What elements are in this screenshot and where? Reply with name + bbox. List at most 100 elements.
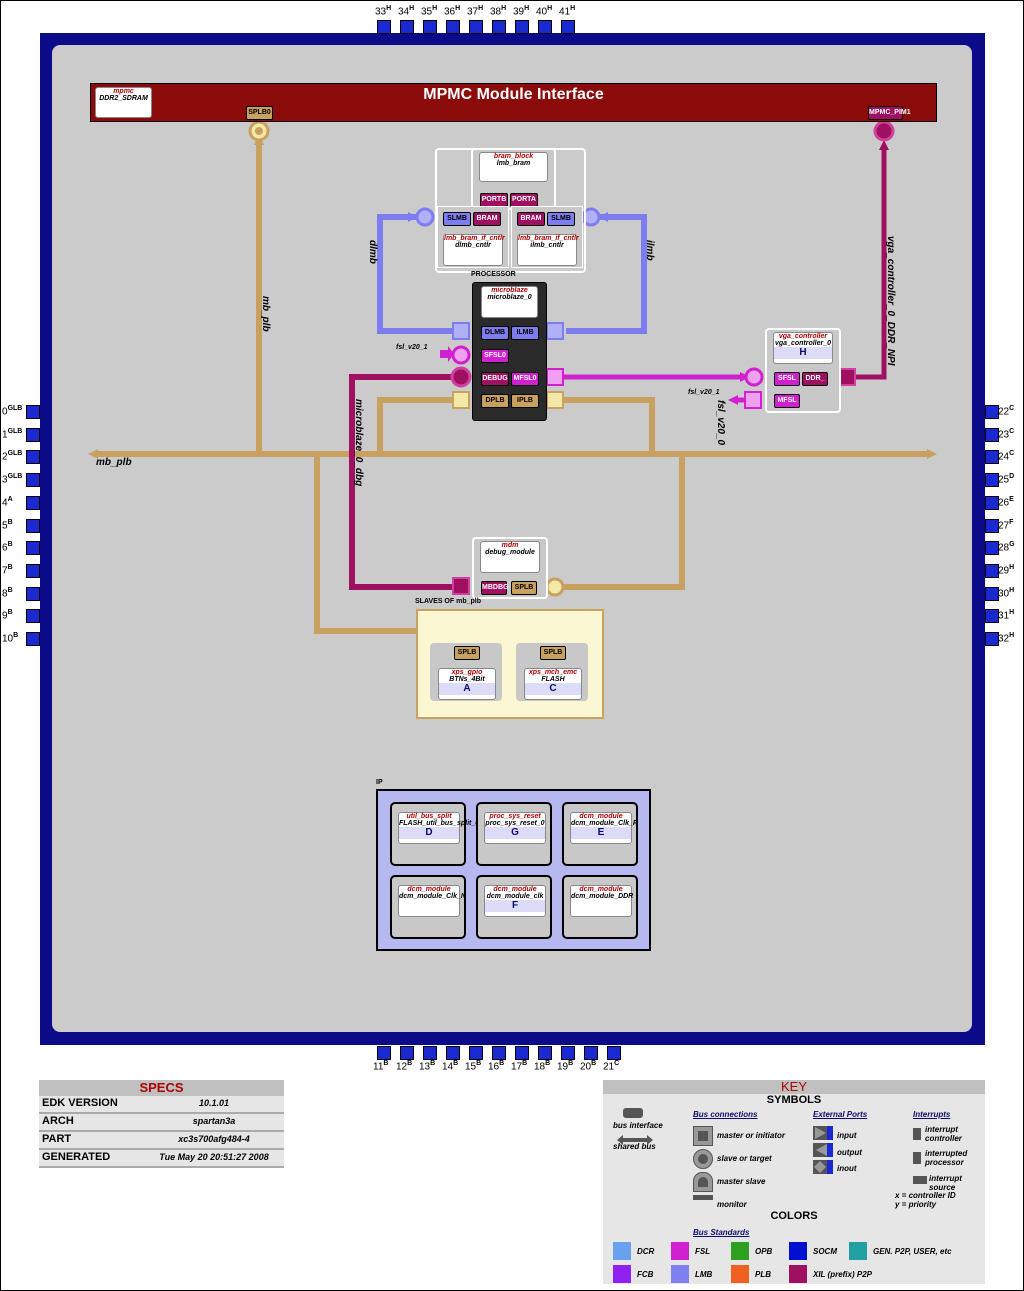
key-bus-connections-head: Bus connections bbox=[693, 1110, 758, 1119]
mb-plb-arrow-left bbox=[88, 449, 98, 459]
ext-port-label: 2GLB bbox=[2, 450, 23, 463]
dlmb-cntlr-label: lmb_bram_if_cntlr dlmb_cntlr bbox=[443, 234, 505, 266]
ext-port-pin[interactable] bbox=[26, 427, 40, 442]
ext-port-pin[interactable] bbox=[446, 1046, 460, 1060]
ext-port-pin[interactable] bbox=[423, 20, 437, 34]
ext-port-label: 8B bbox=[2, 586, 13, 599]
spec-value: xc3s700afg484-4 bbox=[178, 1134, 250, 1144]
ext-port-pin[interactable] bbox=[492, 20, 506, 34]
bram-port-portb[interactable]: PORTB bbox=[480, 193, 508, 207]
ext-port-pin[interactable] bbox=[400, 1046, 414, 1060]
ext-port-pin[interactable] bbox=[26, 450, 40, 465]
ext-port-pin[interactable] bbox=[26, 473, 40, 488]
ext-port-pin[interactable] bbox=[446, 20, 460, 34]
vga-controller-block[interactable]: vga_controller vga_controller_0 H SFSL D… bbox=[765, 328, 841, 413]
ext-port-pin[interactable] bbox=[469, 20, 483, 34]
gpio-port-splb[interactable]: SPLB bbox=[454, 646, 480, 660]
ext-port-pin[interactable] bbox=[492, 1046, 506, 1060]
gpio-block[interactable]: SPLB xps_gpio BTNs_4Bit A bbox=[430, 643, 502, 701]
color-swatch bbox=[671, 1242, 689, 1260]
ext-port-pin[interactable] bbox=[985, 473, 999, 488]
ext-port-pin[interactable] bbox=[400, 20, 414, 34]
mb-port-dlmb[interactable]: DLMB bbox=[481, 326, 509, 340]
key-int-x: x = controller ID bbox=[895, 1191, 956, 1200]
ext-port-pin[interactable] bbox=[26, 632, 40, 646]
mpmc-label: mpmc DDR2_SDRAM bbox=[95, 87, 152, 118]
mdm-port-splb[interactable]: SPLB bbox=[511, 581, 537, 595]
bram-port-porta[interactable]: PORTA bbox=[510, 193, 538, 207]
emc-block[interactable]: SPLB xps_mch_emc FLASH C bbox=[516, 643, 588, 701]
mdm-splb-marker bbox=[545, 577, 565, 597]
ext-port-pin[interactable] bbox=[515, 1046, 529, 1060]
mdm-block[interactable]: mdm debug_module MBDBG SPLB bbox=[472, 537, 548, 599]
vga-port-sfsl[interactable]: SFSL bbox=[774, 372, 800, 386]
mb-port-debug[interactable]: DEBUG bbox=[481, 372, 509, 386]
ext-port-pin[interactable] bbox=[423, 1046, 437, 1060]
ext-port-pin[interactable] bbox=[985, 563, 999, 578]
ext-port-pin[interactable] bbox=[26, 586, 40, 601]
ext-port-pin[interactable] bbox=[26, 405, 40, 419]
gpio-instance: BTNs_4Bit bbox=[449, 676, 485, 683]
bram-block[interactable]: bram_block lmb_bram PORTB PORTA bbox=[471, 148, 556, 210]
ext-port-pin[interactable] bbox=[26, 518, 40, 533]
ext-port-pin[interactable] bbox=[584, 1046, 598, 1060]
ext-port-pin[interactable] bbox=[985, 609, 999, 624]
dlmb-cntlr-port-slmb[interactable]: SLMB bbox=[443, 212, 471, 226]
ext-port-pin[interactable] bbox=[985, 450, 999, 465]
mb-port-dplb[interactable]: DPLB bbox=[481, 394, 509, 408]
ext-port-pin[interactable] bbox=[26, 563, 40, 578]
mdm-port-mbdbg[interactable]: MBDBG bbox=[481, 581, 508, 595]
spec-key: EDK VERSION bbox=[42, 1097, 118, 1109]
dplb-marker bbox=[452, 391, 470, 409]
ilmb-cntlr[interactable]: BRAM SLMB lmb_bram_if_cntlr ilmb_cntlr bbox=[511, 206, 583, 268]
mpmc-module[interactable]: MPMC Module Interface mpmc DDR2_SDRAM bbox=[90, 83, 937, 122]
ext-port-pin[interactable] bbox=[538, 20, 552, 34]
ext-port-pin[interactable] bbox=[985, 632, 999, 646]
mb-port-mfsl0[interactable]: MFSL0 bbox=[511, 372, 539, 386]
ext-port-pin[interactable] bbox=[26, 609, 40, 624]
ext-port-pin[interactable] bbox=[469, 1046, 483, 1060]
ext-port-pin[interactable] bbox=[26, 541, 40, 556]
emc-port-splb[interactable]: SPLB bbox=[540, 646, 566, 660]
ext-port-pin[interactable] bbox=[607, 1046, 621, 1060]
mpmc-port-pim1[interactable]: MPMC_PIM1 bbox=[868, 106, 911, 120]
ext-port-pin[interactable] bbox=[985, 586, 999, 601]
ext-port-pin[interactable] bbox=[561, 1046, 575, 1060]
dlmb-cntlr[interactable]: SLMB BRAM lmb_bram_if_cntlr dlmb_cntlr bbox=[437, 206, 509, 268]
ext-port-label: 17B bbox=[511, 1060, 528, 1073]
ext-port-pin[interactable] bbox=[561, 20, 575, 34]
ext-port-pin[interactable] bbox=[985, 427, 999, 442]
ext-port-label: 27F bbox=[998, 518, 1014, 531]
ext-port-pin[interactable] bbox=[515, 20, 529, 34]
microblaze-block[interactable]: microblaze microblaze_0 DLMB ILMB SFSL0 … bbox=[472, 282, 547, 421]
ext-port-pin[interactable] bbox=[377, 20, 391, 34]
ext-port-pin[interactable] bbox=[985, 518, 999, 533]
spec-key: PART bbox=[42, 1133, 72, 1145]
vga-port-mfsl[interactable]: MFSL bbox=[774, 394, 800, 408]
ext-port-pin[interactable] bbox=[985, 541, 999, 556]
ext-port-pin[interactable] bbox=[985, 405, 999, 419]
ext-port-pin[interactable] bbox=[26, 495, 40, 510]
ext-port-pin[interactable] bbox=[538, 1046, 552, 1060]
mb-port-ilmb[interactable]: ILMB bbox=[511, 326, 539, 340]
mpmc-port-splb0[interactable]: SPLB0 bbox=[246, 106, 273, 120]
key-input: input bbox=[837, 1131, 857, 1140]
ext-port-pin[interactable] bbox=[377, 1046, 391, 1060]
ip-item-instance: dcm_module_DDR bbox=[571, 893, 634, 900]
ilmb-cntlr-port-bram[interactable]: BRAM bbox=[517, 212, 545, 226]
sfsl0-input-arrow bbox=[440, 346, 454, 362]
vga-port-ddr[interactable]: DDR_ bbox=[802, 372, 828, 386]
mb-port-iplb[interactable]: IPLB bbox=[511, 394, 539, 408]
dlmb-cntlr-port-bram[interactable]: BRAM bbox=[473, 212, 501, 226]
ext-port-pin[interactable] bbox=[985, 495, 999, 510]
mb-port-sfsl0[interactable]: SFSL0 bbox=[481, 349, 509, 363]
ilmb-cntlr-port-slmb[interactable]: SLMB bbox=[547, 212, 575, 226]
ip-item-type: proc_sys_reset bbox=[489, 813, 541, 820]
